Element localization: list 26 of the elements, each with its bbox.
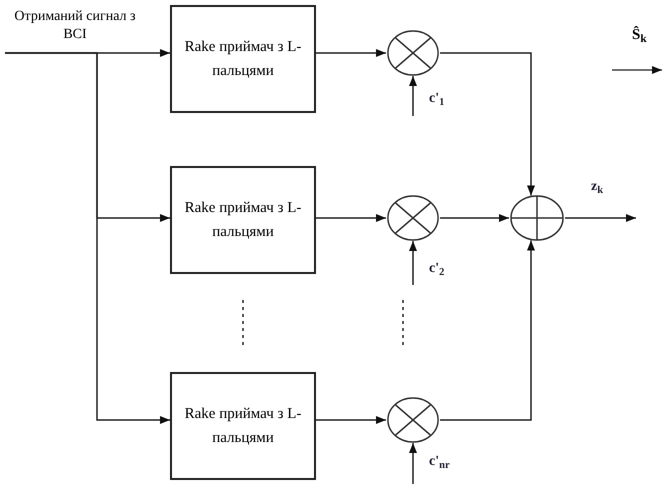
arrow: [316, 416, 386, 424]
multiplier-symbol: [386, 30, 440, 76]
node-text: Rake приймач з L-пальцями: [184, 199, 302, 242]
receiver-box: [170, 5, 316, 113]
arrow: [5, 52, 170, 424]
arrow: [440, 214, 509, 222]
edge-label: c'$_{nr}$: [428, 455, 451, 469]
arrow: [409, 443, 417, 484]
adder-symbol: [509, 195, 565, 241]
edge-label: c'$_{1}$: [428, 92, 446, 106]
arrow: [440, 52, 535, 196]
arrow: [409, 241, 417, 285]
edge-label: c'$_{2}$: [428, 262, 446, 276]
receiver-box: [170, 166, 316, 274]
node-text: Rake приймач з L-пальцями: [184, 38, 302, 81]
node-text: Rake приймач з L-пальцями: [184, 405, 302, 448]
arrow: [316, 49, 386, 57]
receiver-box: [170, 372, 316, 480]
multiplier-symbol: [386, 397, 440, 443]
arrow: [316, 214, 386, 222]
arrow: [409, 76, 417, 116]
node-text: Отриманий сигнал з ВСІ: [13, 8, 137, 44]
output-symbol: Ŝ$_{k}$: [632, 28, 647, 43]
arrow: [440, 240, 535, 421]
multiplier-symbol: [386, 195, 440, 241]
arrow: [565, 214, 636, 222]
